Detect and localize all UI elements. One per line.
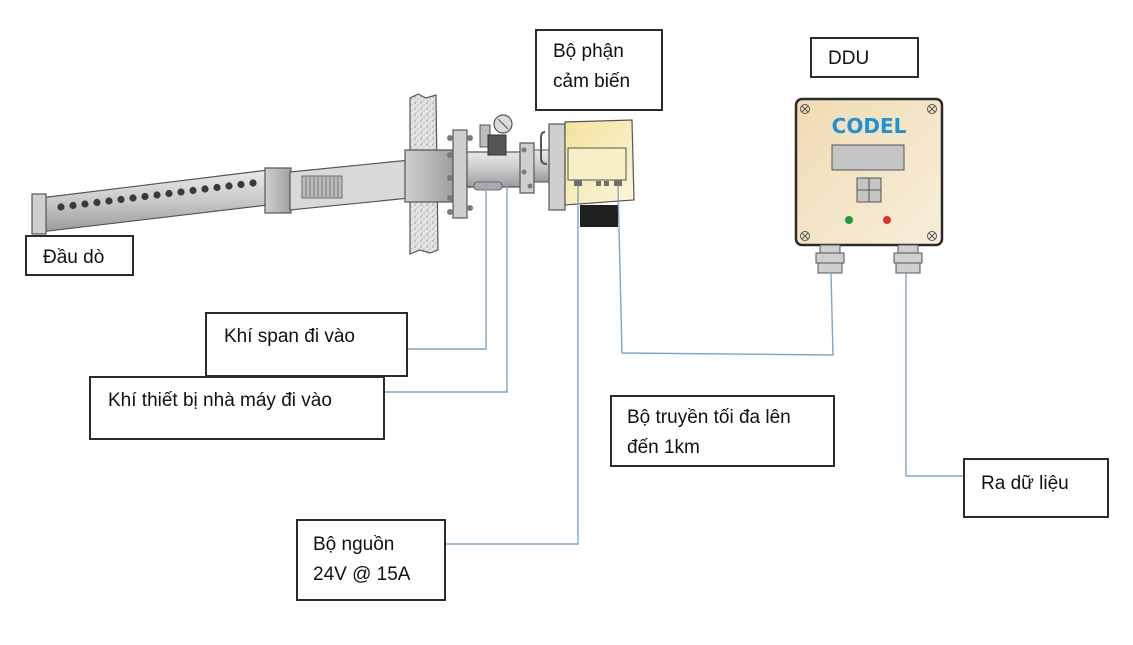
- label-plant-gas-text: Khí thiết bị nhà máy đi vào: [108, 390, 332, 411]
- label-plant-gas: Khí thiết bị nhà máy đi vào: [89, 376, 385, 440]
- mounting-flange: [404, 114, 550, 219]
- label-data-out: Ra dữ liệu: [963, 458, 1109, 518]
- label-ddu: DDU: [810, 37, 919, 78]
- connector-transmission: [617, 185, 834, 356]
- screw-icon: [800, 104, 937, 241]
- label-power-line2: 24V @ 15A: [313, 564, 411, 585]
- connector-power: [446, 186, 579, 545]
- label-span-gas: Khí span đi vào: [205, 312, 408, 377]
- label-transmission-line1: Bộ truyền tối đa lên: [627, 407, 791, 428]
- label-sensor-line2: cảm biến: [553, 71, 631, 92]
- ddu-device: CODEL: [794, 97, 944, 274]
- label-transmission: Bộ truyền tối đa lên đến 1km: [610, 395, 835, 467]
- label-power-line1: Bộ nguồn: [313, 534, 395, 555]
- label-power-supply: Bộ nguồn 24V @ 15A: [296, 519, 446, 601]
- label-transmission-line2: đến 1km: [627, 437, 700, 458]
- label-probe: Đầu dò: [25, 235, 134, 276]
- codel-logo: CODEL: [832, 114, 907, 138]
- green-indicator-icon: [845, 216, 853, 224]
- label-data-out-text: Ra dữ liệu: [981, 473, 1069, 494]
- cable-gland-left: [815, 244, 845, 274]
- red-indicator-icon: [883, 216, 891, 224]
- label-ddu-text: DDU: [828, 48, 870, 69]
- label-sensor-unit: Bộ phận cảm biến: [535, 29, 663, 111]
- connector-plant-gas: [384, 182, 508, 393]
- connector-span-gas: [408, 182, 487, 350]
- cable-gland-right: [893, 244, 923, 274]
- probe-illustration: [31, 159, 411, 235]
- label-span-gas-text: Khí span đi vào: [224, 326, 355, 347]
- label-sensor-line1: Bộ phận: [553, 41, 624, 62]
- ddu-display: [831, 144, 905, 171]
- label-probe-text: Đầu dò: [43, 247, 105, 268]
- connector-data-out: [905, 273, 964, 477]
- sensor-unit-illustration: [548, 119, 635, 227]
